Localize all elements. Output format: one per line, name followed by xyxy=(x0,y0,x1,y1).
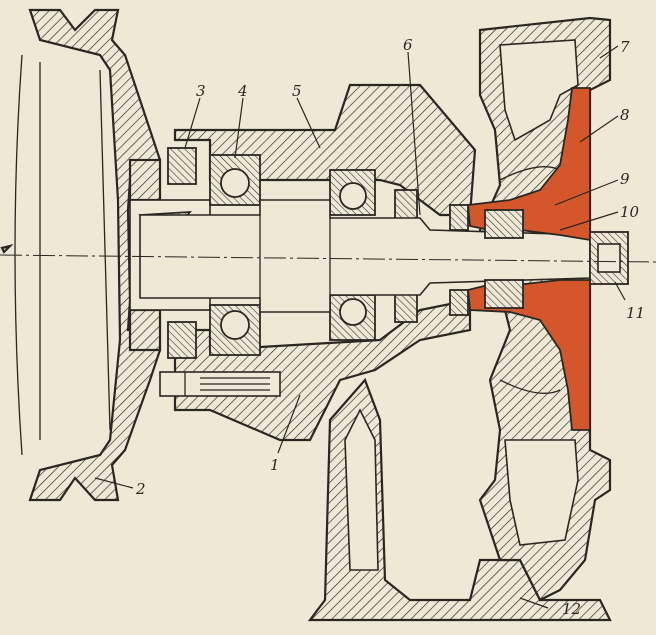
leader-4 xyxy=(234,97,244,159)
leader-7 xyxy=(599,45,619,59)
callout-5: 5 xyxy=(292,82,302,100)
mounting-bolt xyxy=(159,371,281,397)
leader-10 xyxy=(559,211,619,231)
bearing-ball-front-bottom xyxy=(220,310,250,340)
bearing-ball-rear-top xyxy=(339,182,367,210)
callout-11: 11 xyxy=(626,304,645,322)
callout-8: 8 xyxy=(620,106,630,124)
callout-2: 2 xyxy=(135,480,146,498)
pulley xyxy=(14,8,162,502)
bearing-ball-front-top xyxy=(220,168,250,198)
callout-4: 4 xyxy=(237,82,248,100)
impeller-nut xyxy=(589,231,629,285)
axis-arrow-icon xyxy=(0,243,14,254)
leader-2 xyxy=(94,477,134,489)
callout-3: 3 xyxy=(196,82,206,100)
bearing-ball-rear-bottom xyxy=(339,298,367,326)
callout-9: 9 xyxy=(620,170,630,188)
callout-6: 6 xyxy=(403,36,413,54)
leader-lines xyxy=(94,45,626,609)
callout-labels: 1 2 3 4 5 6 7 8 9 10 11 12 xyxy=(135,36,645,618)
leader-5 xyxy=(296,97,321,149)
leader-8 xyxy=(579,115,619,143)
callout-12: 12 xyxy=(562,600,581,618)
leader-1 xyxy=(277,394,301,454)
callout-1: 1 xyxy=(270,456,280,474)
seals xyxy=(167,147,469,359)
bearings xyxy=(209,154,376,356)
impeller xyxy=(467,87,591,431)
centre-axis xyxy=(0,254,656,263)
callout-10: 10 xyxy=(620,203,640,221)
leader-9 xyxy=(554,179,619,206)
pump-housing xyxy=(173,83,612,622)
leader-12 xyxy=(519,597,549,609)
leader-3 xyxy=(184,97,201,149)
callout-7: 7 xyxy=(620,38,630,56)
leader-11 xyxy=(614,281,626,301)
leader-6 xyxy=(407,51,421,216)
